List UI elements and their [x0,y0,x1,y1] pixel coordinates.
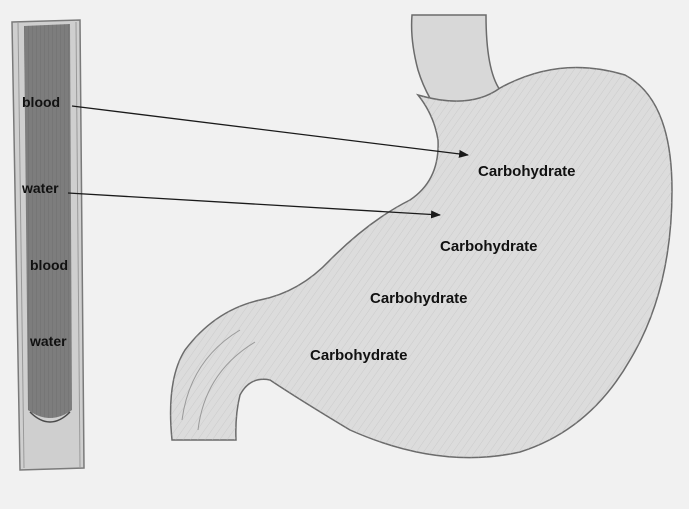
vessel-label-water-1: water [21,180,59,196]
stomach [171,15,672,458]
vessel-label-blood-2: blood [30,257,68,273]
arrow-blood-to-carbohydrate [72,106,468,155]
vessel-label-water-2: water [29,333,67,349]
stomach-label-carbohydrate-1: Carbohydrate [478,163,576,180]
stomach-label-carbohydrate-3: Carbohydrate [370,290,468,307]
vessel-label-blood-1: blood [22,94,60,110]
arrow-water-to-carbohydrate [68,193,440,215]
stomach-label-carbohydrate-2: Carbohydrate [440,238,538,255]
stomach-label-carbohydrate-4: Carbohydrate [310,347,408,364]
blood-vessel [12,20,84,470]
